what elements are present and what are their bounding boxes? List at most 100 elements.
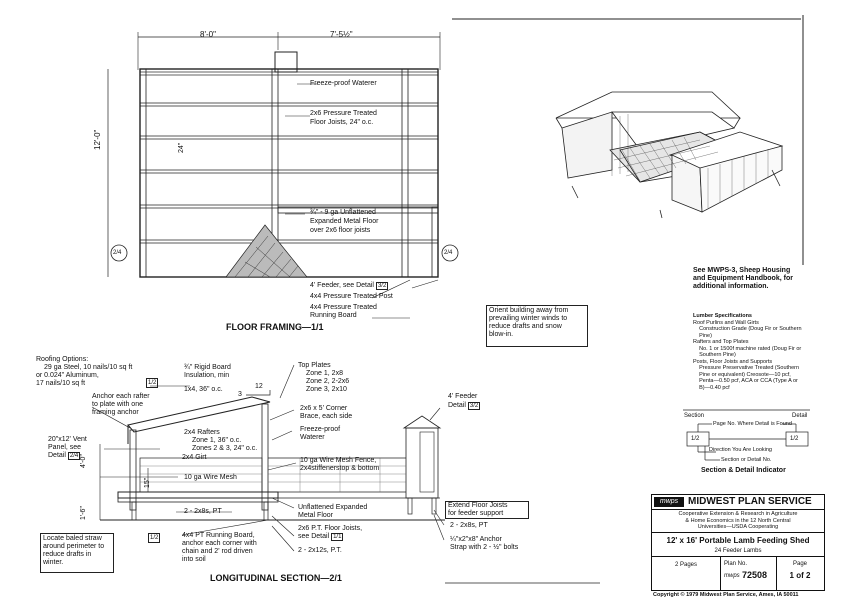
dim-wall-height: 4'-0" — [80, 454, 87, 468]
straw-note-line1: Locate baled straw — [43, 535, 102, 542]
floor-joists-tag[interactable]: 1/1 — [331, 533, 344, 541]
straw-note-line2: around perimeter to — [43, 543, 105, 550]
callout-floor-joists-line1: 2x6 Pressure Treated — [310, 110, 377, 117]
dim-base: 1'-6" — [80, 506, 87, 520]
lumber-spec-line: Lumber Specifications — [693, 313, 752, 319]
section-waterer-line1: Freeze-proof — [300, 426, 341, 433]
indicator-caption: Section & Detail Indicator — [701, 467, 786, 474]
plan-no-label: Plan No. — [724, 561, 748, 567]
running-board-line4: into soil — [182, 556, 206, 563]
plan-number: 72508 — [742, 570, 768, 580]
orient-note-line4: blow-in. — [489, 331, 514, 338]
dim-height: 12'-0" — [93, 129, 102, 150]
detail-tag-right[interactable]: 2/4 — [444, 250, 453, 256]
dim-right-width: 7'-5½" — [330, 30, 353, 39]
anchor-rafter-line2: to plate with one — [92, 401, 143, 408]
plan-title: 12' x 16' Portable Lamb Feeding Shed — [666, 536, 810, 545]
orient-note: Orient building away from prevailing win… — [486, 305, 588, 347]
page-label: Page — [792, 561, 807, 567]
floor-framing-title: FLOOR FRAMING—1/1 — [226, 322, 324, 332]
lumber-spec-line: No. 1 or 1500f machine rated (Doug Fir o… — [693, 345, 802, 352]
lumber-spec-line: Posts, Floor Joists and Supports — [693, 358, 773, 365]
indicator-detail-label: Detail — [792, 413, 808, 419]
org-desc-line2: & Home Economics in the 12 North Central — [685, 517, 791, 524]
lumber-spec-line: Rafters and Top Plates — [693, 339, 749, 345]
floor-joists-detail: see Detail — [298, 533, 330, 540]
slope-run: 12 — [255, 383, 263, 390]
detail-tag-left[interactable]: 2/4 — [113, 250, 122, 256]
anchor-rafter-line3: framing anchor — [92, 409, 139, 416]
extend-joists-line1: Extend Floor Joists — [448, 502, 508, 509]
metal-floor-line2: Metal Floor — [298, 512, 334, 519]
dim-mid: 15" — [144, 477, 151, 488]
anchor-rafter-line1: Anchor each rafter — [92, 393, 150, 400]
indicator-left-tag: 1/2 — [691, 436, 700, 442]
indicator-right-tag: 1/2 — [790, 436, 799, 442]
section-feeder-line1: 4' Feeder — [448, 393, 478, 400]
vent-panel-tag[interactable]: 2/4 — [67, 452, 81, 460]
callout-floor-joists-line2: Floor Joists, 24" o.c. — [310, 119, 374, 126]
copyright: Copyright © 1979 Midwest Plan Service, A… — [653, 592, 799, 598]
lumber-spec-line: Southern Pine) — [693, 352, 736, 358]
title-block: mwps MIDWEST PLAN SERVICE Cooperative Ex… — [651, 494, 825, 591]
lumber-spec-line: Pine) — [693, 332, 712, 339]
callout-metal-floor-line1: ¾" - 9 ga Unflattened — [310, 209, 376, 216]
corner-brace-line2: Brace, each side — [300, 413, 353, 420]
roofing-options-line1: Roofing Options: — [36, 356, 89, 363]
callout-post: 4x4 Pressure Treated Post — [310, 293, 393, 300]
lumber-spec-line: Roof Purlins and Wall Girts — [693, 319, 759, 326]
running-board-line2: anchor each corner with — [182, 540, 257, 547]
callout-metal-floor-line3: over 2x6 floor joists — [310, 227, 371, 234]
floor-joists-line2: see Detail 1/1 — [298, 533, 344, 541]
anchor-strap-line1: ¼"x2"x8" Anchor — [450, 536, 502, 543]
callout-running-board-line1: 4x4 Pressure Treated — [310, 304, 377, 311]
anchor-strap-line2: Strap with 2 - ½" bolts — [450, 544, 519, 551]
org-name: MIDWEST PLAN SERVICE — [688, 496, 812, 507]
indicator-mid-text: Direction You Are Looking — [709, 447, 772, 453]
vent-panel-detail: Detail — [48, 452, 66, 459]
wire-mesh-label: 10 ga Wire Mesh — [184, 474, 237, 481]
extend-joists-note: Extend Floor Joists for feeder support — [445, 501, 529, 519]
org-description: Cooperative Extension & Research in Agri… — [652, 511, 824, 531]
straw-note-line3: reduce drafts in — [43, 551, 92, 558]
orient-note-line3: reduce drafts and snow — [489, 323, 562, 330]
callout-metal-floor-line2: Expanded Metal Floor — [310, 218, 379, 225]
top-plates-line4: Zone 3, 2x10 — [306, 386, 347, 393]
callout-feeder-tag[interactable]: 3/2 — [375, 282, 389, 290]
top-plates-line1: Top Plates — [298, 362, 331, 369]
roofing-detail-tag[interactable]: 1/2 — [146, 378, 159, 388]
section-waterer-line2: Waterer — [300, 434, 325, 441]
handbook-note-line2: and Equipment Handbook, for — [693, 275, 793, 282]
girt-label: 2x4 Girt — [182, 454, 207, 461]
org-desc-line3: Universities—USDA Cooperating — [697, 524, 779, 530]
rigid-board-line2: Insulation, min — [184, 372, 230, 379]
metal-floor-line1: Unflattened Expanded — [298, 504, 368, 511]
plan-subtitle: 24 Feeder Lambs — [714, 548, 762, 554]
section-feeder-detail: Detail — [448, 402, 466, 409]
running-board-tag[interactable]: 1/2 — [148, 533, 161, 543]
rigid-board-line1: ¾" Rigid Board — [184, 364, 231, 371]
running-board-line3: chain and 2' rod driven — [182, 548, 253, 555]
plan-no-prefix: mwps — [724, 573, 740, 579]
roofing-options-line4: 17 nails/10 sq ft — [36, 380, 86, 387]
top-plates-line2: Zone 1, 2x8 — [306, 370, 343, 377]
top-plates-line3: Zone 2, 2-2x6 — [306, 378, 350, 385]
indicator-top-text: Page No. Where Detail is Found — [713, 421, 792, 427]
section-feeder-line2: Detail 3/2 — [448, 402, 481, 410]
fence-line1: 10 ga Wire Mesh Fence, — [300, 457, 377, 464]
lumber-spec-line: Construction Grade (Doug Fir or Southern — [693, 326, 802, 332]
rafters-line3: Zones 2 & 3, 24" o.c. — [192, 445, 258, 452]
sill-label: 2 - 2x8s, PT — [184, 508, 222, 515]
roofing-options-line3: or 0.024" Aluminum, — [36, 372, 99, 379]
callout-freeze-proof-waterer: Freeze-proof Waterer — [310, 80, 377, 87]
straw-note: Locate baled straw around perimeter to r… — [40, 533, 114, 573]
orient-note-line2: prevailing winter winds to — [489, 315, 568, 322]
lumber-spec-line: Pressure Preservative Treated (Southern — [693, 365, 800, 371]
handbook-note-line1: See MWPS-3, Sheep Housing — [693, 267, 791, 274]
vent-panel-line3: Detail 2/4 — [48, 452, 81, 460]
indicator-bottom-text: Section or Detail No. — [721, 457, 772, 463]
dim-left-width: 8'-0" — [200, 30, 216, 39]
longitudinal-section-title: LONGITUDINAL SECTION—2/1 — [210, 573, 342, 583]
section-feeder-tag[interactable]: 3/2 — [467, 402, 481, 410]
slope-rise: 3 — [238, 391, 242, 398]
